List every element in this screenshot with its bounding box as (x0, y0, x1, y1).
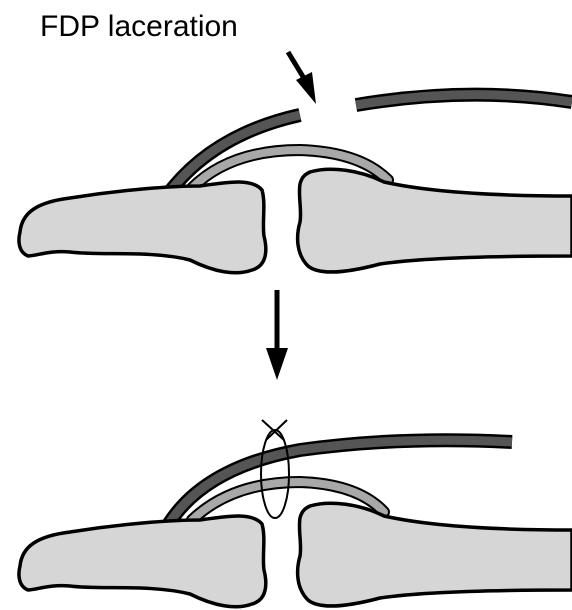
laceration-pointer-arrow (288, 52, 316, 104)
middle-phalanx-bottom (298, 503, 572, 606)
panel-after-repair (19, 420, 572, 607)
panel-before-repair (19, 95, 572, 273)
suture-loop (261, 420, 289, 518)
middle-phalanx-top (298, 169, 572, 272)
fdp-laceration-label: FDP laceration (40, 10, 238, 43)
repair-transition-arrow (266, 290, 288, 380)
distal-phalanx-bottom (19, 516, 266, 607)
distal-phalanx-top (19, 182, 266, 273)
fdp-tendon-proximal-stump (356, 95, 572, 105)
